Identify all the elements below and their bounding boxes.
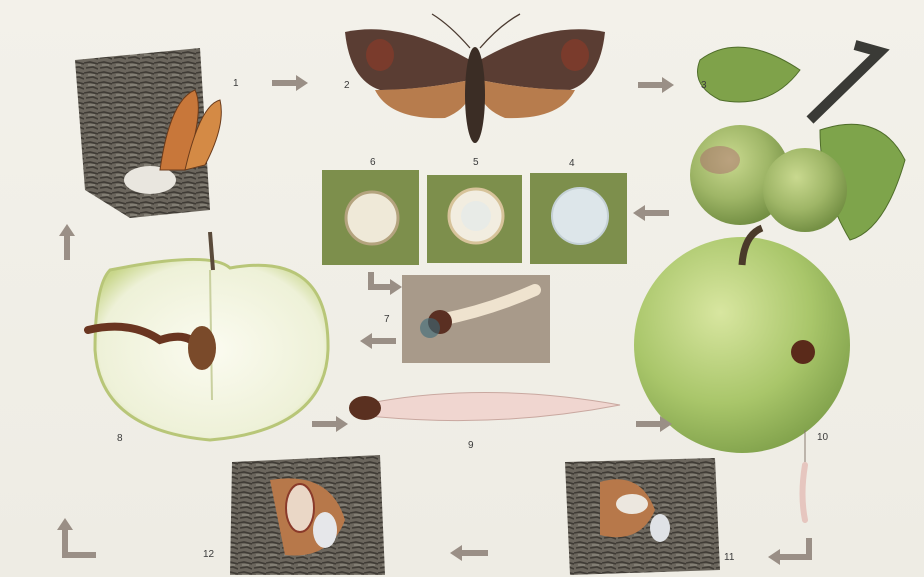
apple-branch-illustration [690, 45, 905, 240]
stage-label-8: 8 [117, 433, 123, 444]
young-larva-card [402, 275, 550, 363]
arrow-elbow-12-to-start-icon [57, 518, 96, 558]
bark-cocoon-right-illustration [565, 458, 720, 575]
stage-label-6: 6 [370, 157, 376, 168]
arrow-left-11-to-12-icon [450, 545, 488, 561]
arrow-elbow-10-to-11-icon [768, 538, 812, 565]
stage-label-4: 4 [569, 158, 575, 169]
stage-label-2: 2 [344, 80, 350, 91]
arrow-up-left-icon [59, 224, 75, 260]
arrow-right-1-to-2-icon [272, 75, 308, 91]
stage-label-9: 9 [468, 440, 474, 451]
arrow-left-3-to-4-icon [633, 205, 669, 221]
bark-cocoon-left-illustration [230, 455, 385, 575]
stage-label-10: 10 [817, 432, 828, 443]
bark-pupa-illustration [75, 48, 221, 218]
stage-label-1: 1 [233, 78, 239, 89]
egg-cards [322, 170, 627, 265]
stage-label-11: 11 [724, 552, 734, 563]
arrow-elbow-6-to-7-icon [368, 272, 402, 295]
stage-label-12: 12 [203, 549, 214, 560]
stage-label-3: 3 [701, 80, 707, 91]
larva-illustration [349, 393, 620, 421]
arrow-right-2-to-3-icon [638, 77, 674, 93]
arrow-left-7-to-8-icon [360, 333, 396, 349]
moth-illustration [345, 14, 605, 143]
stage-label-5: 5 [473, 157, 479, 168]
arrow-right-8-to-9-icon [312, 416, 348, 432]
stage-label-7: 7 [384, 314, 390, 325]
cut-apple-illustration [88, 232, 328, 440]
